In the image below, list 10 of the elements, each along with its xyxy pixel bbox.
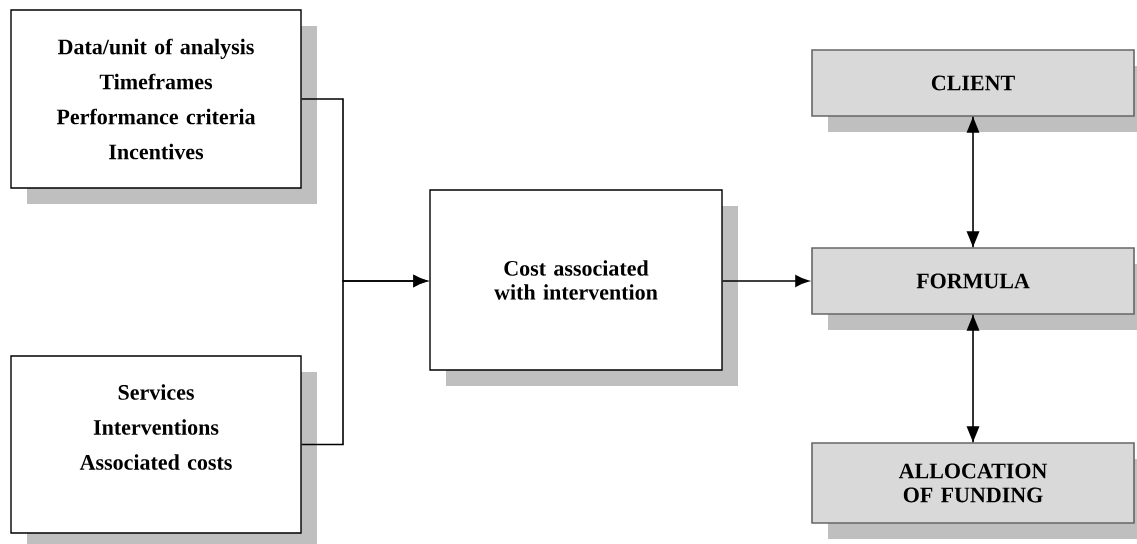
shaded-box: ALLOCATION OF FUNDING [811,442,1137,539]
arrow [966,314,980,443]
shaded-box: FORMULA [811,247,1137,330]
text-box: Services Interventions Associated costs [10,355,317,544]
shaded-box: CLIENT [811,49,1137,132]
text-box: Cost associated with intervention [429,189,738,386]
arrow [721,275,809,287]
text-box: Data/unit of analysis Timeframes Performance criteria Incentives [10,9,317,204]
arrow [300,275,428,446]
arrow [966,116,980,248]
